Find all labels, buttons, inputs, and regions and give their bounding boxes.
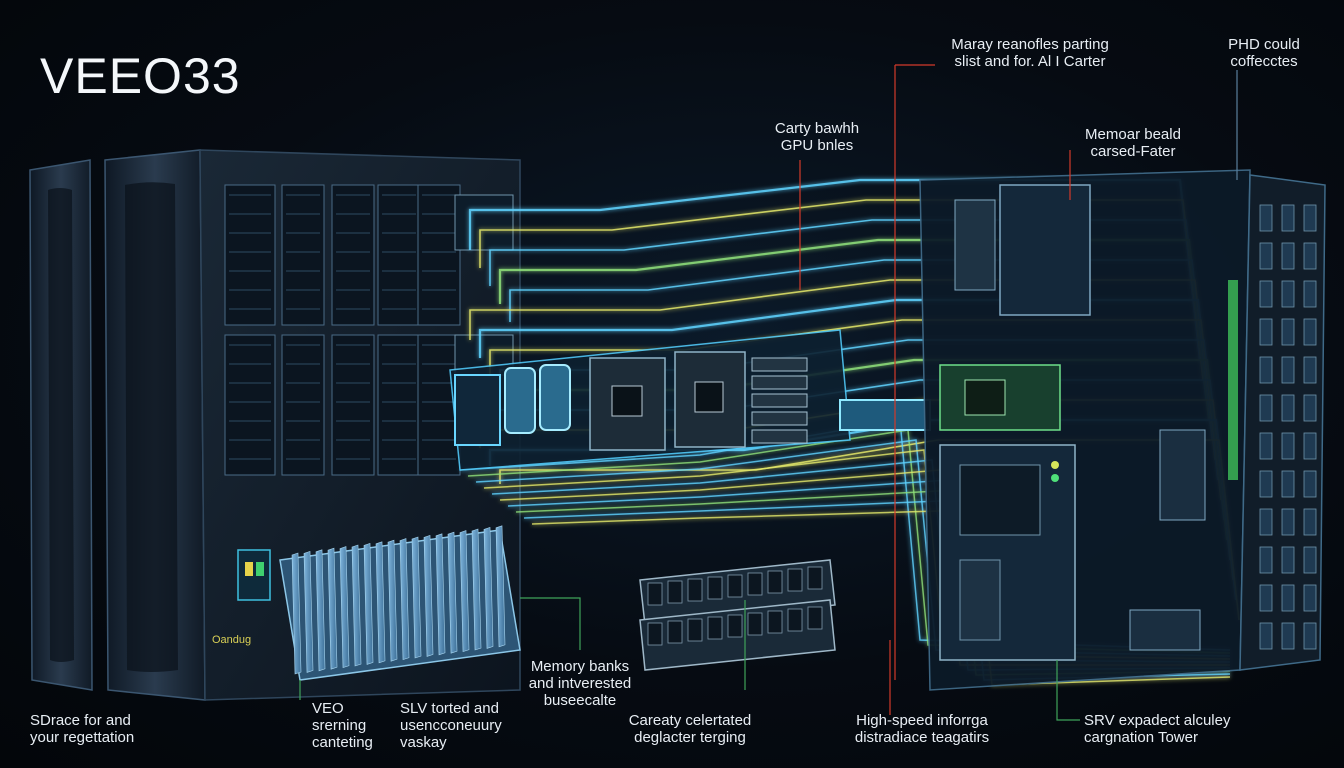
rack-ventilation-grills [224, 184, 514, 476]
label-bottom-3: SLV torted and usencconeuury vaskay [400, 700, 502, 751]
label-gpu: Carty bawhh GPU bnles [774, 120, 860, 154]
right-server-tower [919, 169, 1326, 691]
label-leader-lines [299, 64, 1238, 721]
label-top-right: PHD could coffecctes [1228, 36, 1300, 70]
label-small-tag: Oandug [212, 634, 252, 646]
diagram-title: VEEO33 [40, 48, 241, 104]
label-bottom-5: High-speed inforrga distradiace teagatir… [854, 712, 990, 746]
label-bottom-4: Careaty celertated deglacter terging [628, 712, 752, 746]
label-bottom-6: SRV expadect alculey cargnation Tower [1084, 712, 1231, 746]
label-memory-banks: Memory banks and intverested buseecalte [528, 658, 632, 709]
memory-modules [751, 357, 808, 444]
label-top-center: Maray reanofles parting slist and for. A… [951, 36, 1109, 70]
label-bottom-2: VEO srerning canteting [312, 700, 373, 751]
label-memory-board: Memoar beald carsed-Fater [1085, 126, 1181, 160]
label-bottom-1: SDrace for and your regettation [30, 712, 135, 746]
heatsink-block [237, 525, 521, 681]
memory-bank-drawers [639, 559, 836, 671]
gpu-assembly [449, 329, 931, 471]
